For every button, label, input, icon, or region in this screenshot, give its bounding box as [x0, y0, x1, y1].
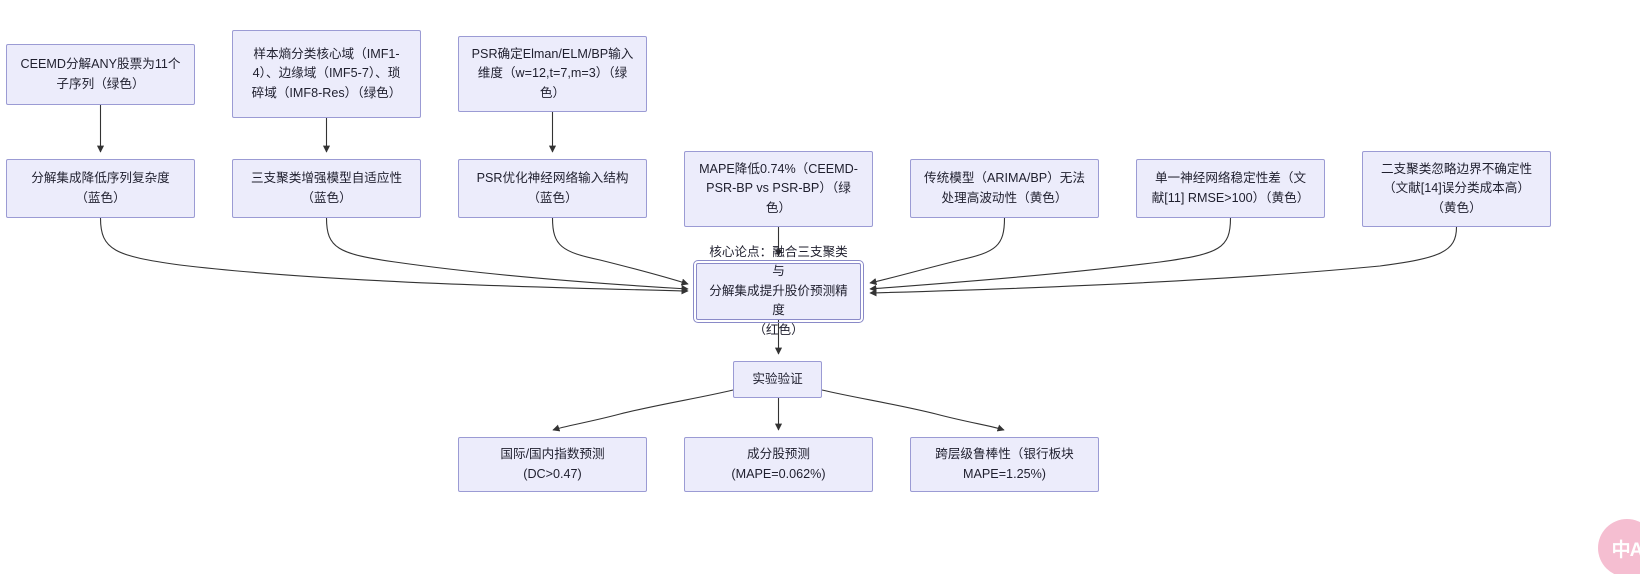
watermark-badge: 中A — [1598, 519, 1640, 574]
constituent-stock-prediction-node[interactable]: 成分股预测 (MAPE=0.062%) — [684, 437, 873, 492]
edge-n10-n11 — [869, 226, 1458, 297]
watermark-text: 中A — [1611, 539, 1640, 561]
psr-input-dimension-node[interactable]: PSR确定Elman/ELM/BP输入 维度（w=12,t=7,m=3）（绿 色… — [458, 36, 647, 112]
core-thesis-node-label: 核心论点：融合三支聚类与 分解集成提升股价预测精度 （红色） — [709, 244, 848, 337]
experiment-validation-node-label: 实验验证 — [752, 371, 803, 386]
edge-n5-n11 — [325, 217, 689, 293]
decompose-reduce-complexity-node[interactable]: 分解集成降低序列复杂度 （蓝色） — [6, 159, 195, 218]
single-nn-instability-node-label: 单一神经网络稳定性差（文 献[11] RMSE>100）（黄色） — [1151, 170, 1310, 205]
ceemd-decompose-node-label: CEEMD分解ANY股票为11个 子序列（绿色） — [20, 56, 181, 91]
sample-entropy-node[interactable]: 样本熵分类核心域（IMF1- 4）、边缘域（IMF5-7）、琐 碎域（IMF8-… — [232, 30, 421, 118]
sample-entropy-node-label: 样本熵分类核心域（IMF1- 4）、边缘域（IMF5-7）、琐 碎域（IMF8-… — [251, 46, 402, 100]
ceemd-decompose-node[interactable]: CEEMD分解ANY股票为11个 子序列（绿色） — [6, 44, 195, 105]
experiment-validation-node[interactable]: 实验验证 — [733, 361, 822, 398]
two-way-clustering-limit-node[interactable]: 二支聚类忽略边界不确定性 （文献[14]误分类成本高） （黄色） — [1362, 151, 1551, 227]
core-thesis-node[interactable]: 核心论点：融合三支聚类与 分解集成提升股价预测精度 （红色） — [693, 245, 864, 337]
edge-n4-n11 — [99, 217, 689, 295]
edge-n9-n11 — [869, 217, 1232, 293]
three-way-clustering-node-label: 三支聚类增强模型自适应性 （蓝色） — [250, 170, 403, 205]
single-nn-instability-node[interactable]: 单一神经网络稳定性差（文 献[11] RMSE>100）（黄色） — [1136, 159, 1325, 218]
two-way-clustering-limit-node-label: 二支聚类忽略边界不确定性 （文献[14]误分类成本高） （黄色） — [1380, 161, 1533, 215]
edge-n12-n15 — [821, 389, 1005, 432]
psr-optimize-structure-node[interactable]: PSR优化神经网络输入结构 （蓝色） — [458, 159, 647, 218]
index-prediction-node[interactable]: 国际/国内指数预测 (DC>0.47) — [458, 437, 647, 492]
decompose-reduce-complexity-node-label: 分解集成降低序列复杂度 （蓝色） — [31, 170, 170, 205]
psr-input-dimension-node-label: PSR确定Elman/ELM/BP输入 维度（w=12,t=7,m=3）（绿 色… — [471, 46, 634, 100]
constituent-stock-prediction-node-label: 成分股预测 (MAPE=0.062%) — [731, 446, 826, 481]
edge-n6-n11 — [551, 217, 689, 286]
psr-optimize-structure-node-label: PSR优化神经网络输入结构 （蓝色） — [476, 170, 629, 205]
mape-reduction-node[interactable]: MAPE降低0.74%（CEEMD- PSR-BP vs PSR-BP）（绿 色… — [684, 151, 873, 227]
cross-sector-robustness-node[interactable]: 跨层级鲁棒性（银行板块 MAPE=1.25%) — [910, 437, 1099, 492]
mape-reduction-node-label: MAPE降低0.74%（CEEMD- PSR-BP vs PSR-BP）（绿 色… — [699, 161, 858, 215]
traditional-model-limit-node-label: 传统模型（ARIMA/BP）无法 处理高波动性（黄色） — [924, 170, 1085, 205]
traditional-model-limit-node[interactable]: 传统模型（ARIMA/BP）无法 处理高波动性（黄色） — [910, 159, 1099, 218]
cross-sector-robustness-node-label: 跨层级鲁棒性（银行板块 MAPE=1.25%) — [935, 446, 1074, 481]
edge-n12-n13 — [552, 389, 734, 432]
index-prediction-node-label: 国际/国内指数预测 (DC>0.47) — [500, 446, 605, 481]
edge-n8-n11 — [869, 217, 1006, 286]
three-way-clustering-node[interactable]: 三支聚类增强模型自适应性 （蓝色） — [232, 159, 421, 218]
